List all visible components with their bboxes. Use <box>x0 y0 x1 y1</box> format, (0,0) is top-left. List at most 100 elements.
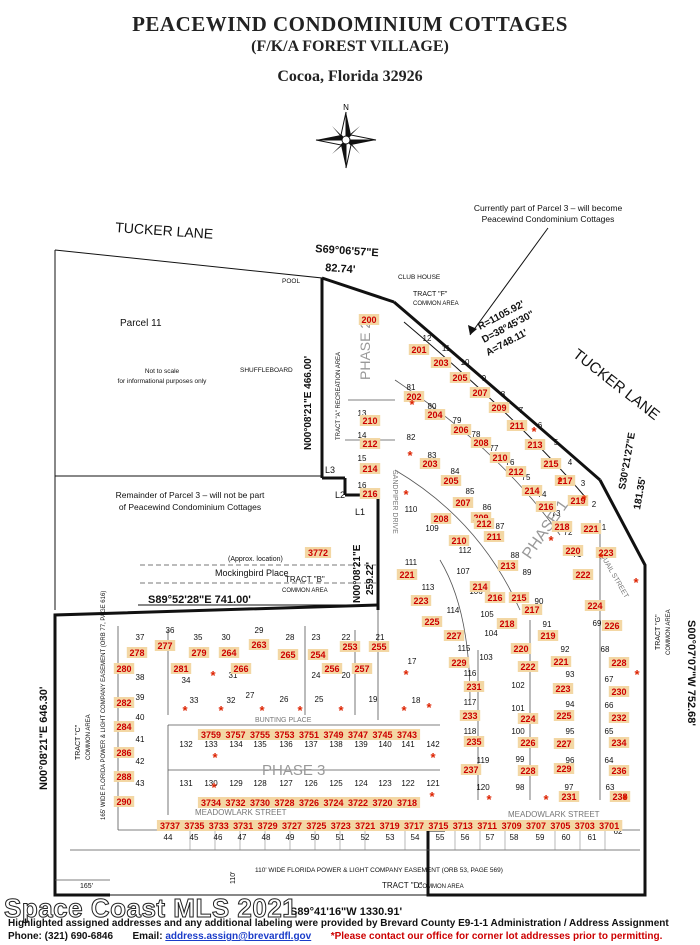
address-label-bg <box>608 765 630 776</box>
lot-number: 89 <box>523 568 532 577</box>
lot-number: 28 <box>286 633 295 642</box>
address-label-bg <box>248 639 270 650</box>
address-label-bg <box>580 523 602 534</box>
address-label: 212 <box>476 519 491 529</box>
tract-d-label: TRACT "D" <box>382 881 422 890</box>
lot-number: 114 <box>447 606 460 615</box>
address-label-bg <box>460 764 482 775</box>
map-title: PEACEWIND CONDOMINIUM COTTAGES <box>132 12 568 36</box>
address-label: 3730 <box>250 798 270 808</box>
lot-number: 110 <box>405 505 418 514</box>
address-label: 213 <box>500 561 515 571</box>
corner-lot-star-icon: * <box>622 792 628 807</box>
address-label: 3722 <box>348 798 368 808</box>
address-label-bg <box>584 600 606 611</box>
address-label: 217 <box>557 476 572 486</box>
address-label: 216 <box>487 593 502 603</box>
address-label-bg <box>488 402 510 413</box>
corner-lot-star-icon: * <box>210 668 216 683</box>
address-label: 224 <box>520 714 535 724</box>
address-label-bg <box>113 663 135 674</box>
address-label: 3729 <box>258 821 278 831</box>
bearing-right-top-dist: 181.35' <box>632 476 649 510</box>
address-label-bg <box>246 797 274 808</box>
address-label-bg <box>113 697 135 708</box>
address-label-bg <box>369 729 396 740</box>
lot-number: 14 <box>358 431 367 440</box>
lot-number: 142 <box>426 740 440 749</box>
email-link[interactable]: address.assign@brevardfl.gov <box>165 931 312 942</box>
lot-number: 79 <box>453 416 462 425</box>
address-label-bg <box>596 820 623 831</box>
address-label-bg <box>424 409 446 420</box>
address-label-bg <box>344 729 372 740</box>
address-label: 278 <box>129 648 144 658</box>
lot-number: 47 <box>238 833 247 842</box>
bearing-right-top: S30°21'27"E <box>617 431 638 490</box>
address-label: 277 <box>157 641 172 651</box>
lot-number: 125 <box>329 779 343 788</box>
lot-number: 75 <box>522 473 531 482</box>
lot-number: 131 <box>179 779 193 788</box>
lot-number: 92 <box>561 645 570 654</box>
address-label-bg <box>463 736 485 747</box>
address-label-bg <box>469 387 491 398</box>
lot-number: 81 <box>407 383 416 392</box>
lot-number: 107 <box>456 567 470 576</box>
address-label-bg <box>463 681 485 692</box>
lot-number: 138 <box>329 740 343 749</box>
address-label-bg <box>430 513 452 524</box>
address-label-bg <box>222 729 249 740</box>
lot-number: 35 <box>194 633 203 642</box>
corner-lot-star-icon: * <box>403 487 409 502</box>
lot-number: 5 <box>554 438 559 447</box>
lot-number: 39 <box>136 693 145 702</box>
address-label: 3725 <box>306 821 326 831</box>
tract-d-sub-label: COMMON AREA <box>418 884 464 890</box>
phone-number: (321) 690-6846 <box>44 931 114 942</box>
lot-number: 137 <box>304 740 318 749</box>
address-label: 281 <box>173 664 188 674</box>
lot-number: 96 <box>566 756 575 765</box>
address-label: 266 <box>233 664 248 674</box>
address-label: 202 <box>406 392 421 402</box>
address-label-bg <box>359 488 381 499</box>
lot-number: 9 <box>482 374 487 383</box>
address-label: 236 <box>611 766 626 776</box>
address-label: 3721 <box>355 821 375 831</box>
lot-number: 124 <box>354 779 368 788</box>
lot-number-layer: 1211109876543218180797877767574737271706… <box>136 334 623 842</box>
address-label-bg <box>368 641 390 652</box>
address-label: 203 <box>422 459 437 469</box>
address-label-bg <box>321 663 343 674</box>
address-label-bg <box>608 657 630 668</box>
corner-lot-star-icon: * <box>212 750 218 765</box>
lot-number: 64 <box>605 756 614 765</box>
address-label-bg <box>484 592 506 603</box>
address-label: 221 <box>553 657 568 667</box>
lot-number: 4 <box>568 458 573 467</box>
address-label: 226 <box>520 738 535 748</box>
lot-number: 1 <box>602 523 607 532</box>
map-location: Cocoa, Florida 32926 <box>277 68 423 85</box>
address-label: 205 <box>452 373 467 383</box>
dim-110-label: 110' <box>230 872 237 885</box>
lot-number: 41 <box>136 735 145 744</box>
address-label-bg <box>393 797 421 808</box>
address-label-bg <box>595 547 617 558</box>
address-label-bg <box>571 820 598 831</box>
address-label: 3726 <box>299 798 319 808</box>
address-label-bg <box>419 458 441 469</box>
address-label-bg <box>540 458 562 469</box>
address-label-bg <box>567 495 589 506</box>
corner-lot-star-icon: * <box>297 703 303 718</box>
address-label: 3747 <box>348 730 368 740</box>
address-label: 3701 <box>599 821 619 831</box>
address-label: 284 <box>116 722 131 732</box>
l3-label: L3 <box>325 465 335 475</box>
address-label-bg <box>197 797 225 808</box>
address-label: 3713 <box>453 821 473 831</box>
shuffleboard-label: SHUFFLEBOARD <box>240 367 293 374</box>
address-label: 223 <box>555 684 570 694</box>
address-label-bg <box>554 475 576 486</box>
